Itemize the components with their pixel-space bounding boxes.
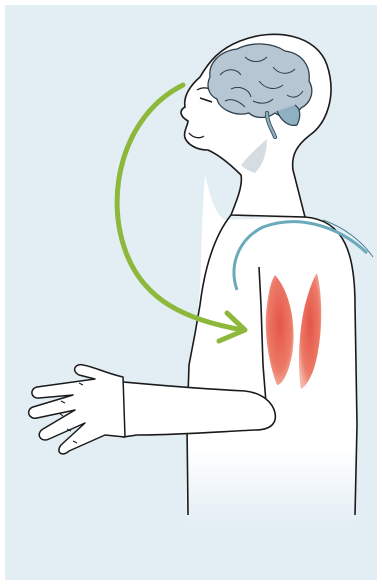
illustration-panel <box>5 5 377 580</box>
diagram-canvas <box>5 5 377 580</box>
